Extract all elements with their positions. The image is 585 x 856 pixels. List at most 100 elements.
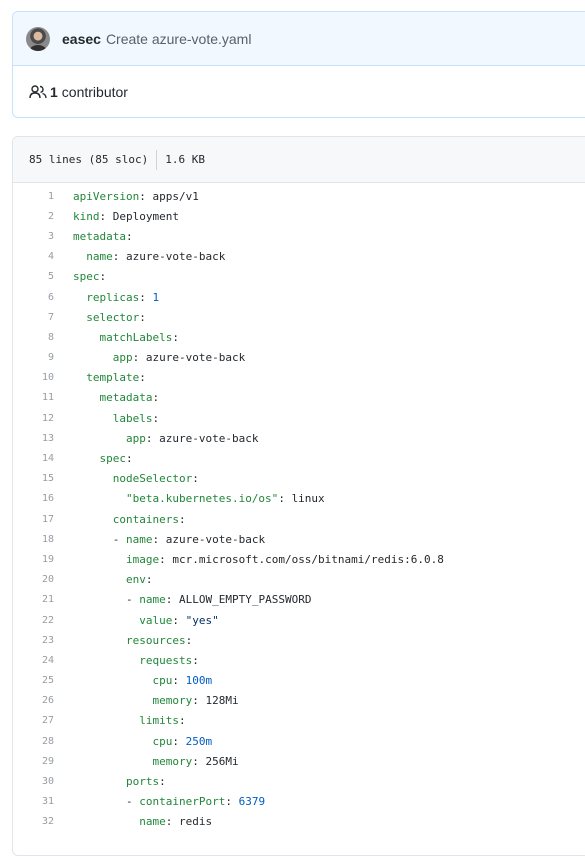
code-indent (73, 533, 113, 546)
contributors-row[interactable]: 1 contributor (13, 66, 585, 117)
code-content: "beta.kubernetes.io/os": linux (54, 492, 325, 505)
line-number[interactable]: 14 (41, 453, 54, 465)
code-line: 14 spec: (13, 448, 585, 468)
line-number[interactable]: 29 (41, 755, 54, 767)
line-number[interactable]: 3 (47, 230, 54, 242)
code-key: labels (112, 411, 153, 425)
code-line: 15 nodeSelector: (13, 469, 585, 489)
code-colon: : (192, 754, 206, 768)
line-number[interactable]: 32 (41, 816, 54, 828)
line-number[interactable]: 17 (41, 513, 54, 525)
code-value: azure-vote-back (126, 250, 226, 264)
code-line: 7 selector: (13, 307, 585, 327)
code-key: resources (125, 633, 186, 647)
code-content: image: mcr.microsoft.com/oss/bitnami/red… (54, 553, 444, 566)
code-colon: : (178, 714, 186, 728)
code-key: requests (139, 653, 193, 667)
code-indent (73, 694, 152, 707)
line-number[interactable]: 27 (41, 715, 54, 727)
code-value: azure-vote-back (165, 532, 266, 546)
code-indent (73, 492, 126, 505)
code-content: metadata: (54, 230, 133, 243)
line-number[interactable]: 8 (47, 331, 54, 343)
line-number[interactable]: 12 (41, 412, 54, 424)
author-avatar[interactable] (26, 26, 50, 51)
line-number[interactable]: 6 (47, 291, 54, 303)
line-number[interactable]: 25 (41, 675, 54, 687)
code-indent (73, 331, 100, 344)
line-number[interactable]: 2 (47, 210, 54, 222)
code-indent (73, 553, 126, 566)
line-number[interactable]: 16 (41, 493, 54, 505)
code-key: spec (73, 270, 100, 284)
code-content: nodeSelector: (54, 472, 199, 485)
line-number[interactable]: 11 (41, 392, 54, 404)
code-colon: : (152, 532, 166, 546)
code-line: 26 memory: 128Mi (13, 691, 585, 711)
line-number[interactable]: 23 (41, 634, 54, 646)
code-content: ports: (54, 775, 166, 788)
code-key: app (112, 351, 133, 365)
line-number[interactable]: 13 (41, 432, 54, 444)
header-divider (156, 149, 158, 170)
commit-message-link[interactable]: Create azure-vote.yaml (105, 30, 252, 47)
code-key: env (125, 573, 146, 587)
line-number[interactable]: 15 (41, 473, 54, 485)
code-content: name: azure-vote-back (54, 250, 225, 263)
line-number[interactable]: 4 (47, 251, 54, 263)
code-key: metadata (99, 391, 153, 405)
code-key: name (139, 815, 166, 829)
line-number[interactable]: 5 (47, 271, 54, 283)
code-content: resources: (54, 634, 192, 647)
line-number[interactable]: 7 (47, 311, 54, 323)
code-content: memory: 256Mi (54, 754, 238, 768)
code-content: containers: (54, 513, 186, 526)
code-line: 29 memory: 256Mi (13, 751, 585, 771)
code-content: env: (54, 573, 153, 587)
line-number[interactable]: 22 (41, 614, 54, 626)
line-number[interactable]: 21 (41, 594, 54, 606)
code-content: template: (54, 371, 146, 384)
code-key: containers (112, 512, 179, 526)
line-number[interactable]: 10 (41, 372, 54, 384)
code-line: 28 cpu: 250m (13, 731, 585, 751)
code-indent (73, 593, 126, 606)
code-value: mcr.microsoft.com/oss/bitnami/redis:6.0.… (172, 552, 444, 566)
code-indent (73, 735, 152, 748)
line-number[interactable]: 31 (41, 796, 54, 808)
code-key: cpu (152, 734, 173, 748)
code-line: 9 app: azure-vote-back (13, 348, 585, 368)
code-content: app: azure-vote-back (54, 432, 258, 445)
code-colon: : (225, 795, 239, 809)
code-indent (73, 351, 113, 364)
code-colon: : (172, 330, 179, 344)
line-number[interactable]: 1 (47, 190, 54, 202)
code-indent (73, 714, 139, 727)
line-number[interactable]: 26 (41, 695, 54, 707)
code-content: cpu: 250m (54, 735, 212, 748)
code-value: azure-vote-back (145, 351, 246, 365)
code-list-dash: - (125, 593, 140, 607)
code-line: 12 labels: (13, 408, 585, 428)
code-colon: : (172, 734, 186, 748)
line-number[interactable]: 19 (41, 553, 54, 565)
line-number[interactable]: 28 (41, 735, 54, 747)
line-number[interactable]: 20 (41, 574, 54, 586)
code-line: 13 app: azure-vote-back (13, 428, 585, 448)
commit-author-link[interactable]: easec (62, 30, 101, 47)
code-line: 19 image: mcr.microsoft.com/oss/bitnami/… (13, 549, 585, 569)
code-content: value: "yes" (54, 614, 219, 627)
code-line: 17 containers: (13, 509, 585, 529)
code-value: linux (291, 492, 325, 506)
line-number[interactable]: 30 (41, 776, 54, 788)
line-number[interactable]: 18 (41, 533, 54, 545)
code-content: matchLabels: (54, 331, 179, 344)
code-content: - containerPort: 6379 (54, 795, 265, 808)
line-number[interactable]: 9 (47, 352, 54, 364)
line-number[interactable]: 24 (41, 654, 54, 666)
